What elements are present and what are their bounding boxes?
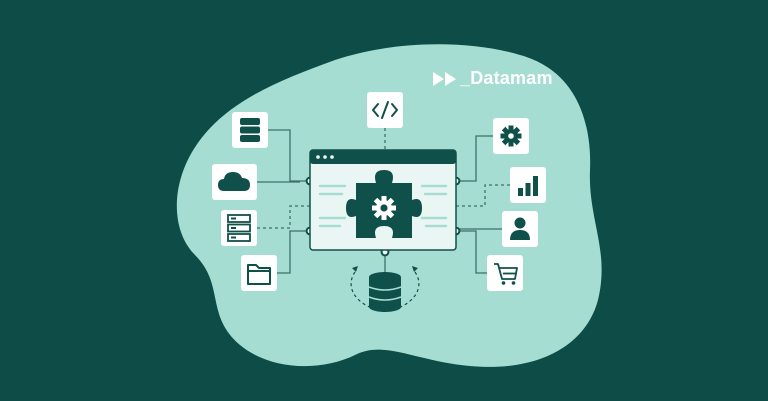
code-icon [367,92,403,128]
double-chevron-logo-icon [433,71,456,86]
server-icon [221,210,257,246]
puzzle-gear-icon [346,170,422,238]
user-icon [502,211,538,247]
database-icon [350,266,420,312]
gear-icon [493,118,529,154]
cloud-icon [212,164,257,200]
folder-icon [241,255,277,291]
connector-lines [257,128,510,274]
database-icon [232,112,268,148]
cart-icon [487,255,523,291]
brand-name: _Datamam [460,68,553,88]
bar-chart-icon [510,167,546,203]
brand-logo: _Datamam [433,68,553,89]
